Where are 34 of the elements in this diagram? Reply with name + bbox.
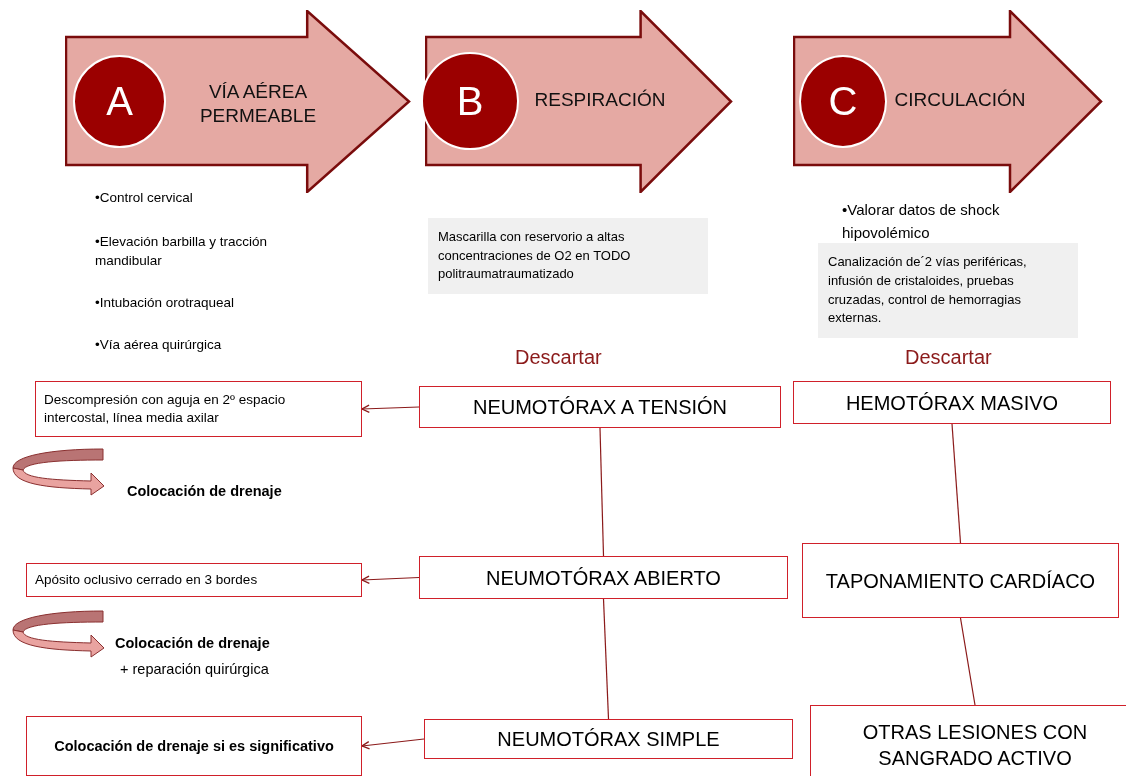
bullet-item: •Valorar datos de shock hipovolémico bbox=[842, 200, 1001, 243]
step-banner bbox=[65, 10, 411, 193]
injury-box: HEMOTÓRAX MASIVO bbox=[793, 381, 1111, 424]
bullet-item: •Elevación barbilla y tracción mandibular bbox=[95, 233, 269, 270]
injury-box: TAPONAMIENTO CARDÍACO bbox=[802, 543, 1119, 618]
arrow-title: RESPIRACIÓN bbox=[533, 88, 667, 112]
injury-box: NEUMOTÓRAX A TENSIÓN bbox=[419, 386, 781, 428]
connector-line bbox=[959, 617, 976, 706]
note-box: Canalización de´2 vías periféricas, infusión de cristaloides, pruebas cruzadas, control de hemorragias externas. bbox=[818, 243, 1078, 338]
arrow-title: CIRCULACIÓN bbox=[893, 88, 1027, 112]
arrow bbox=[361, 738, 425, 750]
arrow bbox=[361, 404, 420, 413]
arrow-title: VÍA AÉREA PERMEABLE bbox=[198, 80, 318, 128]
bullet-item: •Intubación orotraqueal bbox=[95, 294, 236, 312]
procedure-note: Colocación de drenaje bbox=[115, 634, 271, 653]
injury-box: OTRAS LESIONES CON SANGRADO ACTIVO bbox=[810, 705, 1126, 776]
step-banner bbox=[793, 10, 1103, 193]
section-heading: Descartar bbox=[515, 345, 603, 370]
procedure-note: Colocación de drenaje bbox=[127, 482, 283, 501]
connector-line bbox=[951, 423, 962, 544]
bullet-item: •Control cervical bbox=[95, 189, 194, 207]
note-box: Mascarilla con reservorio a altas concentraciones de O2 en TODO politraumatraumatizado bbox=[428, 218, 708, 294]
treatment-box: Apósito oclusivo cerrado en 3 bordes bbox=[26, 563, 362, 597]
treatment-box: Colocación de drenaje si es significativo bbox=[26, 716, 362, 776]
arrow bbox=[361, 575, 420, 584]
injury-box: NEUMOTÓRAX SIMPLE bbox=[424, 719, 793, 759]
procedure-note: + reparación quirúrgica bbox=[120, 660, 270, 679]
step-banner bbox=[425, 10, 733, 193]
section-heading: Descartar bbox=[905, 345, 993, 370]
treatment-box: Descompresión con aguja en 2º espacio intercostal, línea media axilar bbox=[35, 381, 362, 437]
connector-line bbox=[602, 598, 610, 720]
injury-box: NEUMOTÓRAX ABIERTO bbox=[419, 556, 788, 599]
bullet-item: •Vía aérea quirúrgica bbox=[95, 336, 223, 354]
connector-line bbox=[599, 427, 605, 557]
